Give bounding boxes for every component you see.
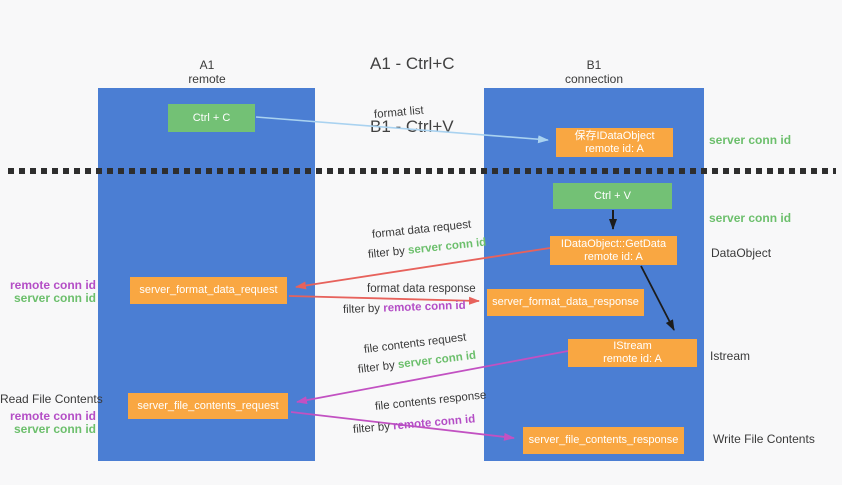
node-idataobject-getdata: IDataObject::GetData remote id: A <box>550 236 677 265</box>
label-istream: Istream <box>710 349 751 363</box>
label-filter-by-server-1: filter by server conn id <box>367 237 486 261</box>
node-server-file-contents-request-label: server_file_contents_request <box>137 399 279 412</box>
label-file-contents-response: file contents response <box>374 389 487 413</box>
filter-by-text: filter by <box>367 244 409 261</box>
label-remote-conn-id-mid: remote conn id <box>9 278 96 292</box>
node-save-idataobject-line1: 保存IDataObject <box>574 129 655 142</box>
filter-by-text: filter by <box>357 359 399 376</box>
right-lane-role: connection <box>564 72 624 86</box>
label-remote-conn-id-bottom: remote conn id <box>9 409 96 423</box>
label-read-file-contents: Read File Contents <box>0 392 103 406</box>
right-lane-name: B1 <box>586 58 602 72</box>
diagram-title: A1 - Ctrl+C B1 - Ctrl+V <box>370 11 455 179</box>
node-ctrl-c: Ctrl + C <box>168 104 255 132</box>
left-conn-id-labels-bottom: remote conn id server conn id <box>0 410 96 436</box>
node-server-file-contents-response: server_file_contents_response <box>523 427 684 454</box>
server-conn-id-text: server conn id <box>397 349 477 372</box>
label-filter-by-remote-1: filter by remote conn id <box>343 300 466 316</box>
label-server-conn-id-bottom: server conn id <box>13 422 96 436</box>
node-server-file-contents-request: server_file_contents_request <box>128 393 288 419</box>
node-save-idataobject-line2: remote id: A <box>585 142 644 155</box>
node-server-format-data-response: server_format_data_response <box>487 289 644 316</box>
node-server-file-contents-response-label: server_file_contents_response <box>528 434 679 446</box>
node-server-format-data-response-label: server_format_data_response <box>492 296 639 308</box>
node-save-idataobject: 保存IDataObject remote id: A <box>556 128 673 157</box>
label-format-data-request: format data request <box>371 218 472 241</box>
node-istream: IStream remote id: A <box>568 339 697 367</box>
filter-by-text: filter by <box>342 302 384 316</box>
title-line-copy: A1 - Ctrl+C <box>370 54 455 73</box>
node-ctrl-c-label: Ctrl + C <box>192 111 231 124</box>
label-server-conn-id-mid: server conn id <box>709 211 792 225</box>
node-istream-line2: remote id: A <box>603 353 662 365</box>
node-ctrl-v-label: Ctrl + V <box>594 189 631 202</box>
left-lane-header: A1 remote <box>147 58 267 86</box>
node-server-format-data-request-label: server_format_data_request <box>139 284 278 296</box>
node-istream-line1: IStream <box>613 340 652 352</box>
left-conn-id-labels-mid: remote conn id server conn id <box>0 279 96 305</box>
session-divider <box>8 168 836 174</box>
remote-conn-id-text: remote conn id <box>383 299 466 315</box>
label-write-file-contents: Write File Contents <box>713 432 815 446</box>
remote-conn-id-text: remote conn id <box>392 413 476 433</box>
label-server-conn-id-top: server conn id <box>709 133 792 147</box>
label-server-conn-id-mid-left: server conn id <box>13 291 96 305</box>
left-lane-role: remote <box>188 72 226 86</box>
server-conn-id-text: server conn id <box>407 236 487 257</box>
label-format-data-response: format data response <box>367 283 476 295</box>
node-idataobject-getdata-line1: IDataObject::GetData <box>560 237 667 250</box>
label-filter-by-remote-2: filter by remote conn id <box>352 413 475 436</box>
filter-by-text: filter by <box>352 420 394 436</box>
node-ctrl-v: Ctrl + V <box>553 183 672 209</box>
right-lane-header: B1 connection <box>534 58 654 86</box>
node-server-format-data-request: server_format_data_request <box>130 277 287 304</box>
label-dataobject: DataObject <box>711 246 772 260</box>
left-lane-name: A1 <box>199 58 215 72</box>
node-idataobject-getdata-line2: remote id: A <box>584 250 643 263</box>
